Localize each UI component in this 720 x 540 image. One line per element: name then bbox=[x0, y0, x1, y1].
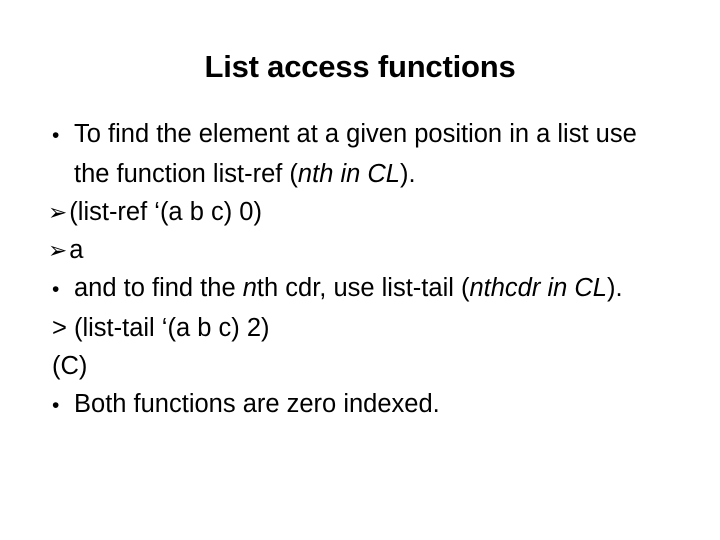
bullet-text-1a: To find the element at a given position … bbox=[74, 120, 637, 188]
bullet-text-4-italic: nthcdr in CL bbox=[469, 274, 607, 302]
bullet-text-4a: and to find the bbox=[74, 274, 243, 302]
bullet-text-1-italic: nth in CL bbox=[297, 160, 400, 188]
bullet-text-7: Both functions are zero indexed. bbox=[74, 390, 440, 418]
bullet-dot-icon: • bbox=[52, 394, 60, 417]
prompt-line-list-tail-call: > (list-tail ‘(a b c) 2) bbox=[52, 309, 677, 347]
arrow-text-2: (list-ref ‘(a b c) 0) bbox=[69, 198, 262, 226]
bullet-item-list-ref: • To find the element at a given position… bbox=[52, 115, 677, 193]
bullet-text-4-italic-n: n bbox=[242, 274, 257, 302]
slide-body: • To find the element at a given position… bbox=[48, 115, 677, 425]
arrow-bullet-icon: ➢ bbox=[48, 238, 68, 264]
arrow-text-3: a bbox=[69, 236, 84, 264]
bullet-text-1b: ). bbox=[399, 160, 416, 188]
result-line-list-tail: (C) bbox=[52, 347, 677, 385]
bullet-dot-icon: • bbox=[52, 278, 60, 301]
prompt-text-5: > (list-tail ‘(a b c) 2) bbox=[52, 314, 270, 342]
bullet-text-4c: ). bbox=[606, 274, 623, 302]
bullet-dot-icon: • bbox=[52, 124, 60, 147]
bullet-item-zero-indexed: • Both functions are zero indexed. bbox=[52, 385, 677, 425]
arrow-bullet-icon: ➢ bbox=[48, 200, 68, 226]
bullet-item-list-tail: • and to find the nth cdr, use list-tail … bbox=[52, 269, 677, 309]
bullet-text-4b: th cdr, use list-tail ( bbox=[256, 274, 470, 302]
slide-title: List access functions bbox=[204, 49, 516, 84]
result-text-6: (C) bbox=[52, 352, 88, 380]
arrow-item-list-ref-result: ➢a bbox=[48, 231, 677, 269]
arrow-item-list-ref-call: ➢(list-ref ‘(a b c) 0) bbox=[48, 193, 677, 231]
